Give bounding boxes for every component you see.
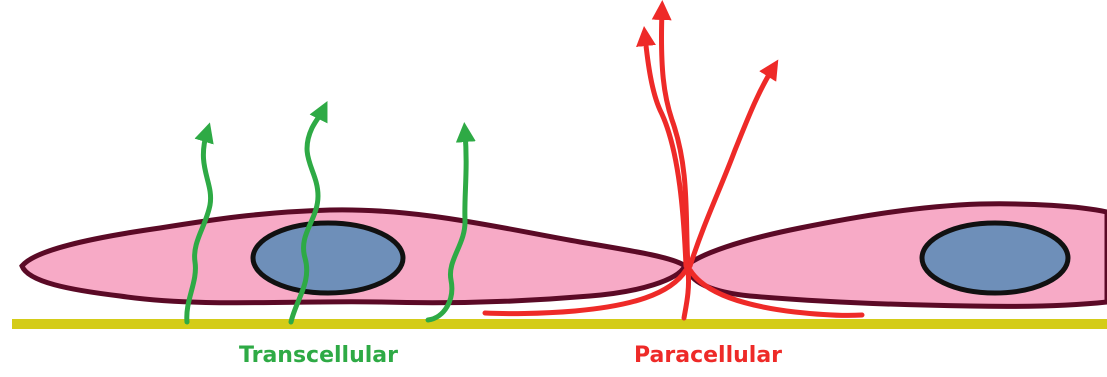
nucleus-right [922, 223, 1068, 293]
nucleus-left [253, 223, 403, 293]
paracellular-label: Paracellular [634, 343, 782, 368]
transcellular-label: Transcellular [239, 343, 398, 368]
paracellular-base-mid [684, 270, 689, 318]
basement-membrane [12, 319, 1107, 329]
